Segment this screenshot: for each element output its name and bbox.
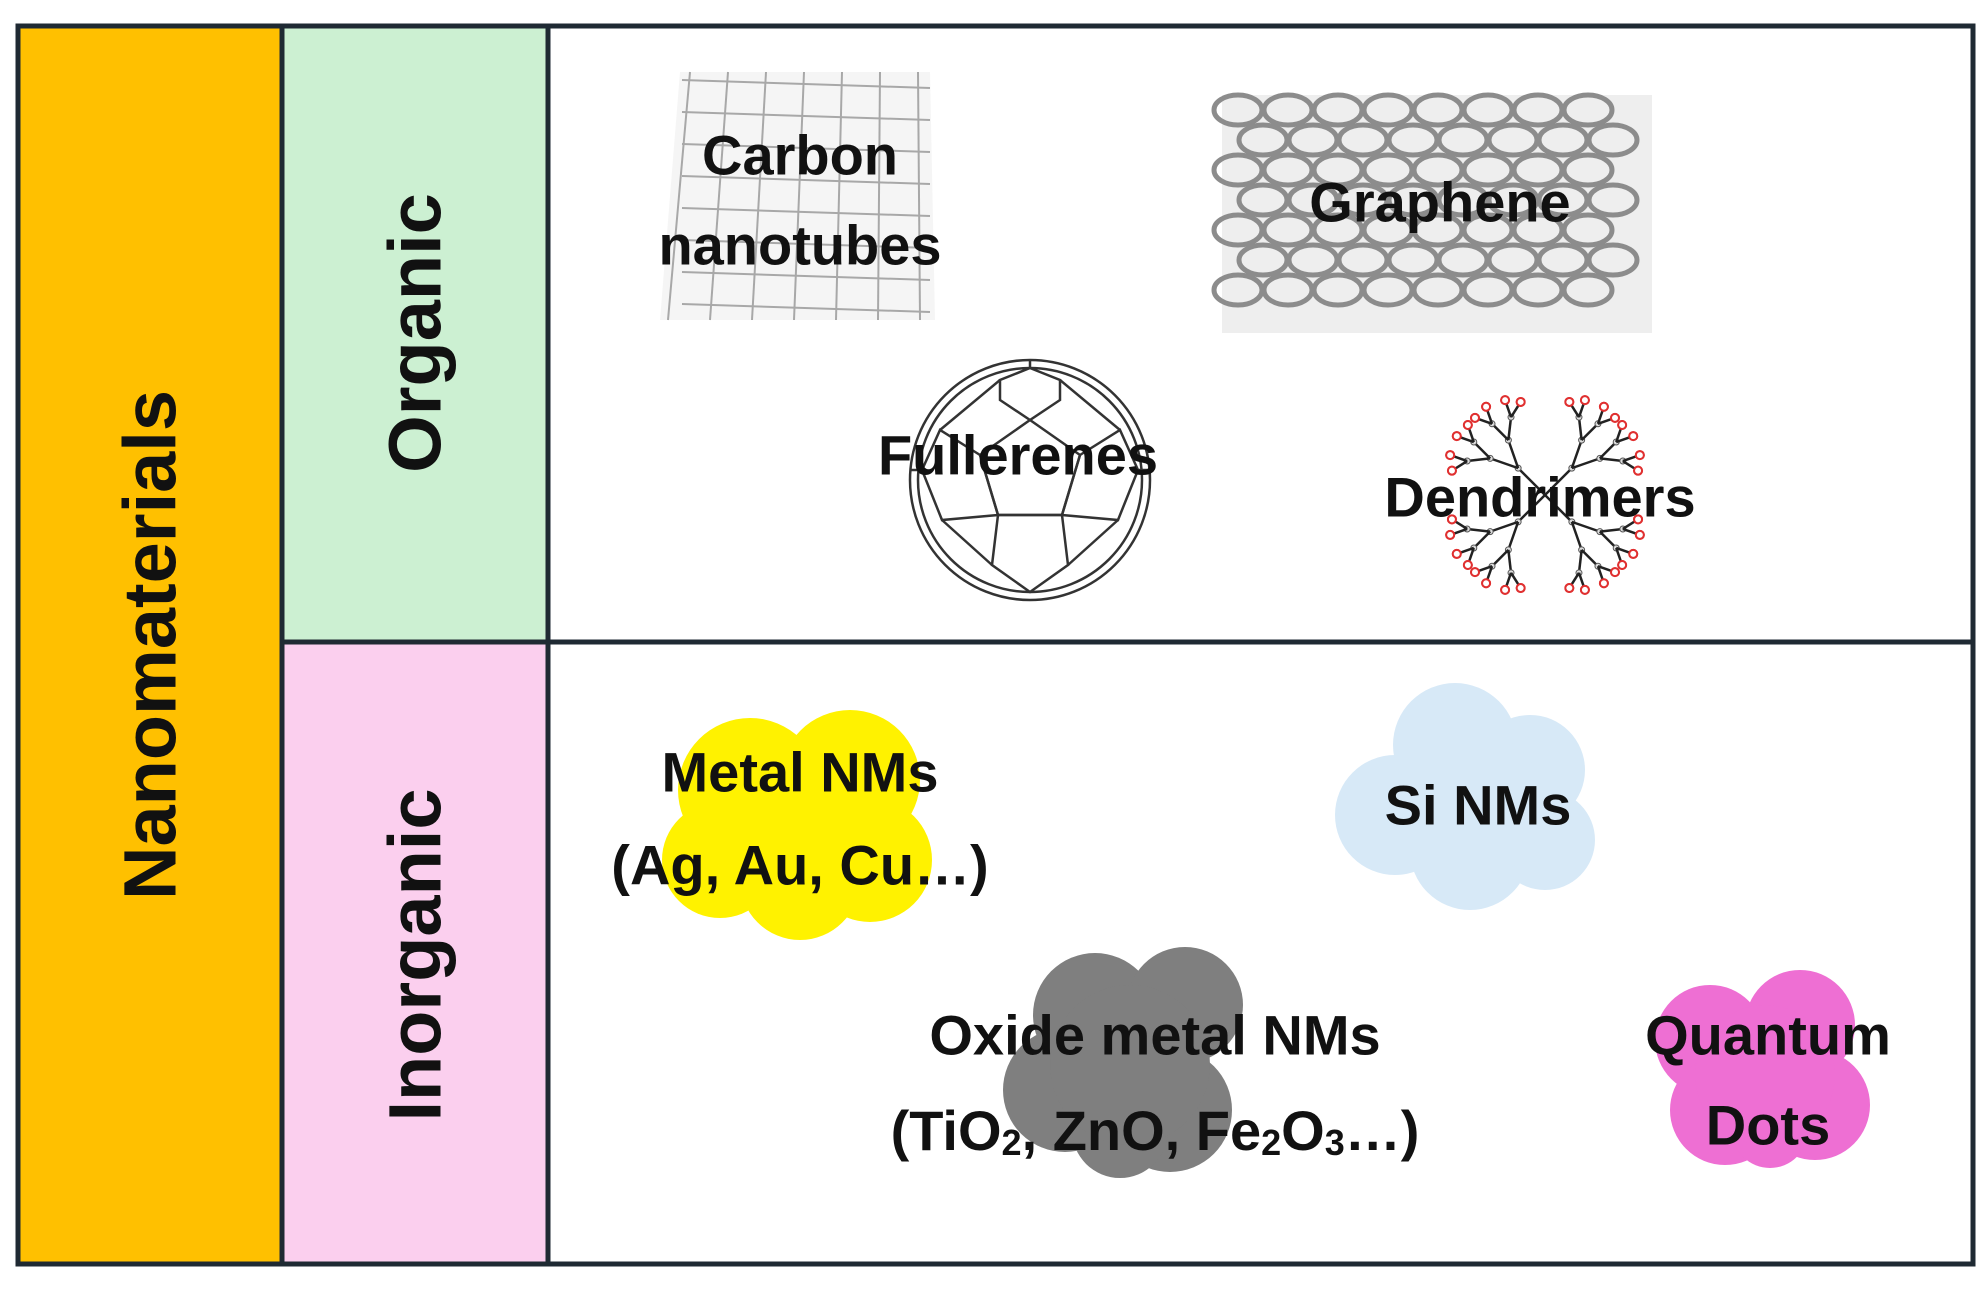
organic-band — [282, 26, 548, 642]
si-nms-blob — [1335, 683, 1595, 910]
fullerenes-label: Fullerenes — [878, 424, 1158, 487]
quantum-dots-label-line1: Quantum — [1645, 1004, 1891, 1067]
quantum-dots-blob — [1655, 970, 1870, 1168]
quantum-dots-label-line2: Dots — [1706, 1094, 1830, 1157]
grid-borders — [15, 23, 1976, 1267]
nanomaterials-band — [18, 26, 282, 1264]
metal-nms-label-line2: (Ag, Au, Cu…) — [611, 834, 988, 897]
inorganic-label: Inorganic — [374, 788, 457, 1121]
carbon-nanotubes-label-line1: Carbon — [702, 124, 898, 187]
dendrimer-tree-icon — [1445, 395, 1645, 595]
oxide-metal-nms-label-line1: Oxide metal NMs — [929, 1004, 1380, 1067]
graphene-lattice-icon — [1211, 92, 1652, 333]
fullerene-ball-icon — [908, 358, 1152, 602]
carbon-nanotubes-label-line2: nanotubes — [658, 214, 941, 277]
metal-nms-label-line1: Metal NMs — [662, 741, 939, 804]
graphene-label: Graphene — [1309, 171, 1570, 234]
nanotube-structure-icon — [660, 71, 935, 321]
oxide-metal-nms-label-line2: (TiO2, ZnO, Fe2O3…) — [891, 1099, 1420, 1163]
inorganic-band — [282, 642, 548, 1264]
dendrimers-label: Dendrimers — [1384, 466, 1695, 529]
oxide-metal-nms-blob — [1003, 947, 1243, 1178]
si-nms-label: Si NMs — [1385, 774, 1572, 837]
nanomaterials-label: Nanomaterials — [109, 390, 192, 900]
organic-label: Organic — [374, 193, 457, 473]
metal-nms-blob — [662, 710, 932, 940]
